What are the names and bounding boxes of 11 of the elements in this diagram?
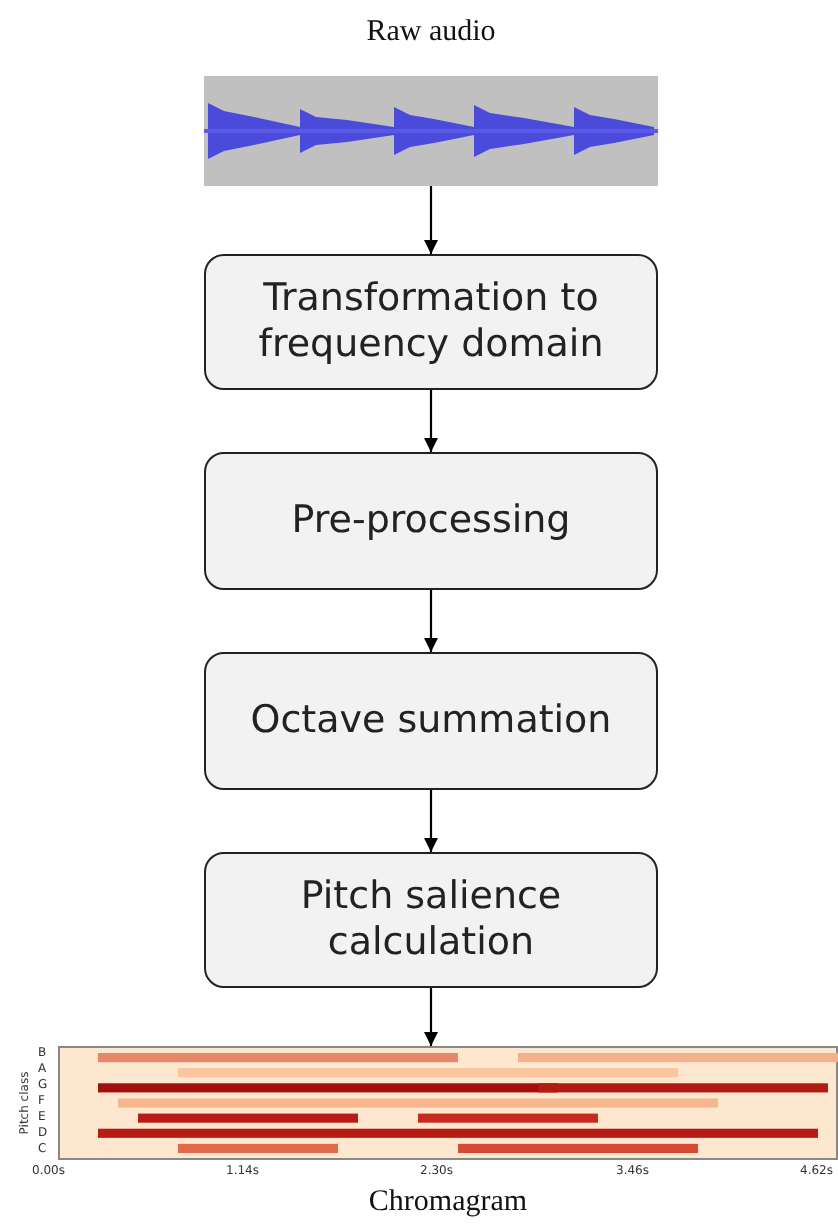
arrow — [424, 590, 438, 652]
arrow — [424, 988, 438, 1046]
picture-caption: Raw audio — [364, 16, 498, 50]
process-box: Transformation to frequency domain — [204, 254, 658, 390]
process-box: Octave summation — [204, 652, 658, 790]
picture-caption: Chromagram — [366, 1186, 530, 1220]
arrow — [424, 186, 438, 254]
process-box: Pitch salience calculation — [204, 852, 658, 988]
arrow — [424, 790, 438, 852]
process-box: Pre-processing — [204, 452, 658, 590]
arrow — [424, 390, 438, 452]
